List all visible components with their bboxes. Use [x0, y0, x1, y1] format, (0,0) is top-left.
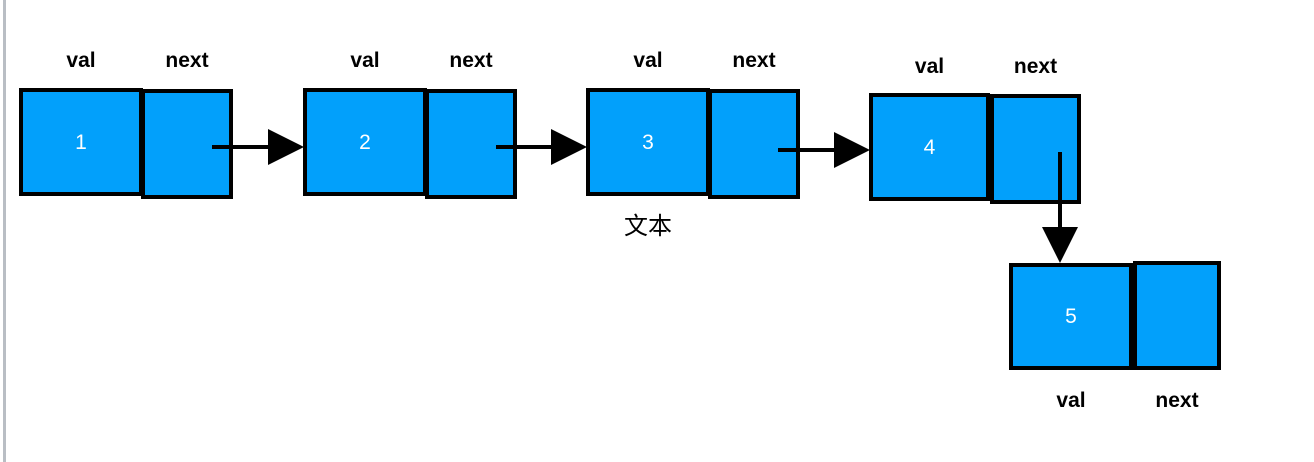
node-3-annotation: 文本: [624, 212, 672, 240]
node-2-next-cell[interactable]: [425, 89, 517, 199]
node-1-next-cell[interactable]: [141, 89, 233, 199]
node-4-value: 4: [923, 135, 936, 159]
node-1-val-cell[interactable]: 1: [19, 88, 143, 196]
node-4-next-cell[interactable]: [990, 94, 1081, 204]
node-3-val-cell[interactable]: 3: [586, 88, 710, 196]
node-4-val-label: val: [914, 55, 945, 78]
node-1-next-label: next: [165, 49, 209, 72]
page-edge-strip: [3, 0, 6, 462]
node-1-val-label: val: [66, 49, 96, 72]
node-5-value: 5: [1065, 305, 1077, 328]
node-1-value: 1: [75, 130, 87, 154]
node-3-val-label: val: [633, 49, 663, 72]
node-3-next-cell[interactable]: [708, 89, 800, 199]
node-5-val-cell[interactable]: 5: [1009, 263, 1133, 370]
node-2-val-cell[interactable]: 2: [303, 88, 427, 196]
node-5-val-label: val: [1056, 389, 1086, 412]
node-3-value: 3: [642, 130, 654, 154]
node-4-next-label: next: [1013, 55, 1058, 78]
node-5-next-cell[interactable]: [1133, 261, 1221, 370]
node-5-next-label: next: [1155, 389, 1199, 412]
node-2-val-label: val: [350, 49, 380, 72]
node-2-next-label: next: [449, 49, 493, 72]
node-2-value: 2: [359, 130, 371, 154]
node-3-next-label: next: [732, 49, 776, 72]
node-4-val-cell[interactable]: 4: [869, 93, 990, 201]
